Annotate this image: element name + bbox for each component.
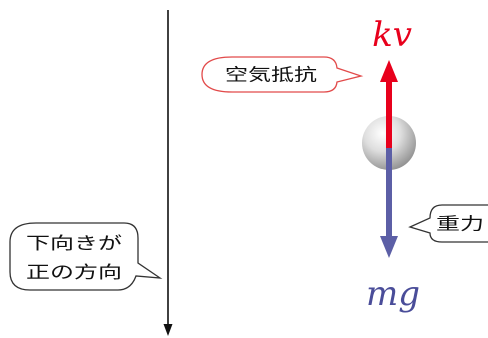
direction-label-line1: 下向きが [26, 234, 122, 254]
air-resistance-label: 空気抵抗 [225, 66, 317, 86]
direction-label-line2: 正の方向 [26, 263, 122, 283]
gravity-label: 重力 [436, 215, 484, 235]
gravity-force-label: mg [366, 274, 420, 314]
positive-direction-axis [163, 10, 173, 336]
axis-arrowhead [163, 324, 173, 336]
gravity-arrow [380, 148, 398, 258]
positive-direction-bubble: 下向きが 正の方向 [9, 222, 163, 291]
drag-force-label: kv [372, 15, 412, 55]
gravity-bubble: 重力 [408, 204, 488, 243]
air-resistance-arrow [380, 60, 398, 148]
air-resistance-bubble: 空気抵抗 [201, 56, 364, 93]
